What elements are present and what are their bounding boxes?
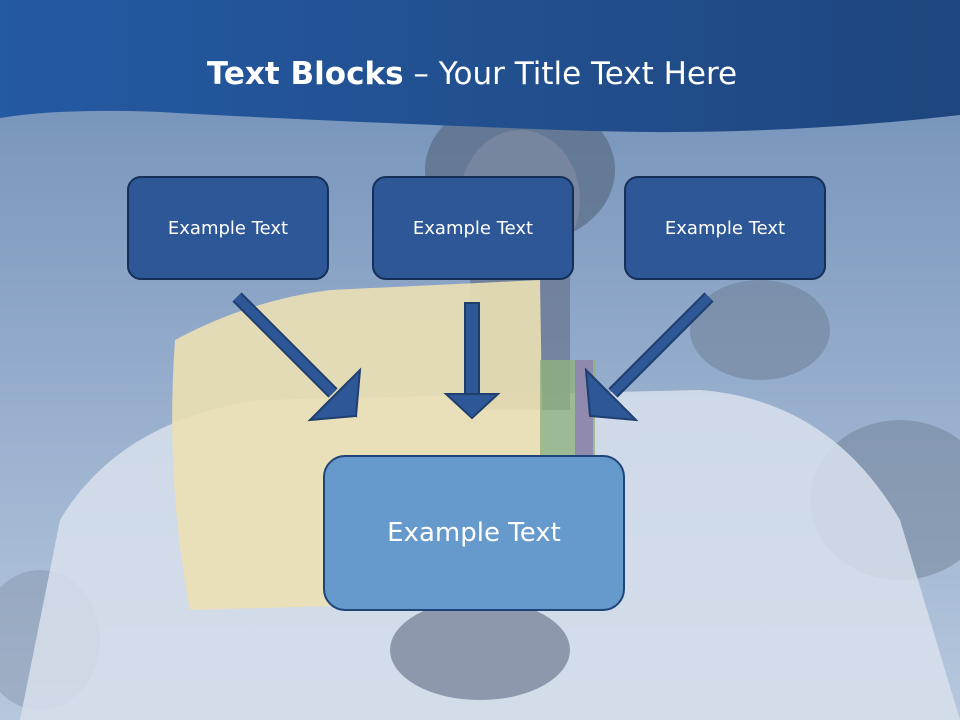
text-block-left-label: Example Text	[167, 217, 289, 239]
text-block-middle[interactable]: Example Text	[372, 176, 574, 280]
arrow-down	[443, 302, 501, 420]
title-bold: Text Blocks	[206, 56, 404, 92]
arrow-right-diagonal	[584, 292, 714, 422]
text-block-right[interactable]: Example Text	[624, 176, 826, 280]
title-rest: – Your Title Text Here	[403, 56, 738, 92]
text-block-middle-label: Example Text	[412, 217, 534, 239]
center-text-block-label: Example Text	[387, 518, 561, 548]
slide-title: Text Blocks – Your Title Text Here	[0, 52, 944, 96]
header-band	[0, 0, 960, 133]
arrow-left-diagonal	[232, 292, 362, 422]
text-block-right-label: Example Text	[664, 217, 786, 239]
text-block-left[interactable]: Example Text	[127, 176, 329, 280]
center-text-block[interactable]: Example Text	[323, 455, 625, 611]
